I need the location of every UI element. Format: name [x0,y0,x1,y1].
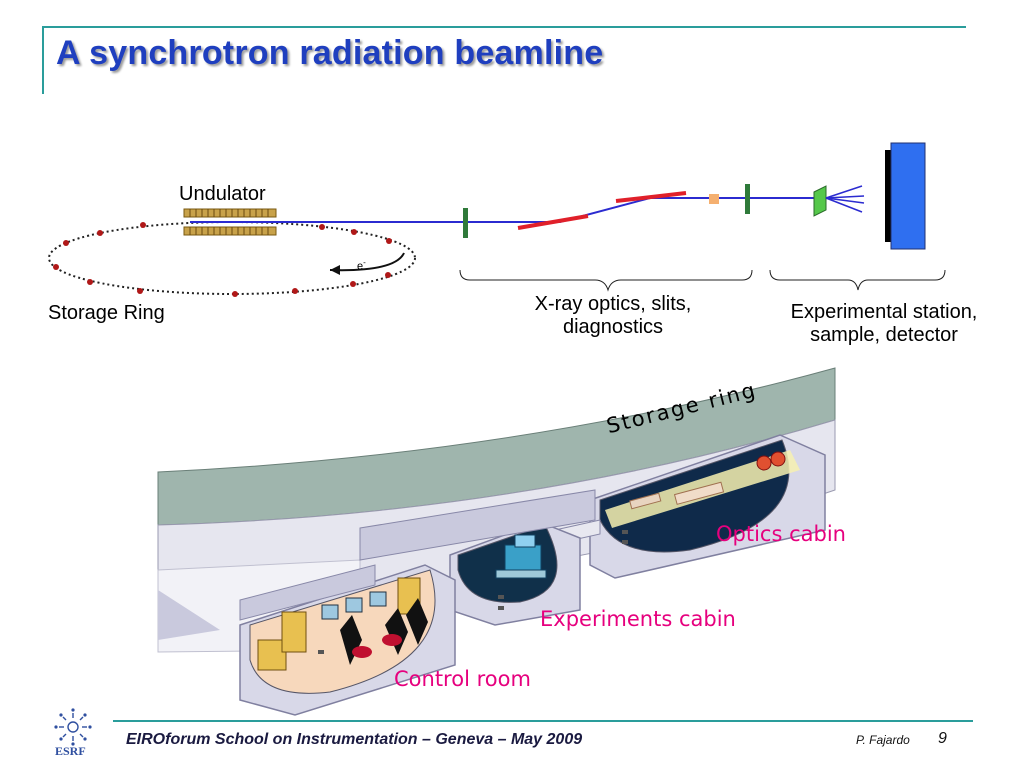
undulator-upper-magnets [183,208,277,218]
footer-rule [113,720,973,722]
ring-magnet [385,272,391,278]
optics-cabin-label: Optics cabin [716,522,846,546]
slit-1 [463,208,468,238]
footer-event: EIROforum School on Instrumentation – Ge… [126,731,583,748]
esrf-logo-mark [59,713,87,741]
mirror-2 [615,191,687,203]
electron-arrowhead [330,265,340,275]
x-ray-beam [190,197,814,223]
control-room [239,564,456,716]
optics-group-line-2: diagnostics [562,316,664,338]
scattered-rays [825,185,865,213]
station-group-label: Experimental station, sample, detector [763,301,1005,347]
ring-magnet [137,288,143,294]
page-title: A synchrotron radiation beamline [56,34,604,72]
ring-magnet [386,238,392,244]
ring-magnet [351,229,357,235]
station-group-line-1: Experimental station, [790,301,978,323]
hall-wall-left [239,564,376,621]
experiments-cabin-label: Experiments cabin [540,607,736,631]
optics-cabin [589,434,826,579]
ring-magnet [350,281,356,287]
station-brace [769,269,946,291]
ring-magnet [87,279,93,285]
esrf-logo-text: ESRF [55,744,86,758]
undulator-label: Undulator [179,183,266,205]
sample [813,185,827,217]
control-room-label: Control room [394,667,531,691]
ring-magnet [292,288,298,294]
ring-magnet [232,291,238,297]
diagnostic-element [709,194,719,204]
page-number: 9 [938,730,947,747]
electron-label: e- [357,258,366,273]
ring-magnet [97,230,103,236]
mirror-1 [517,214,589,230]
footer-author: P. Fajardo [856,733,910,747]
undulator-lower-magnets [183,226,277,236]
optics-group-line-1: X-ray optics, slits, [534,293,692,315]
ring-magnets [53,222,392,297]
floor-step [158,590,220,640]
slit-2 [745,184,750,214]
ring-magnet [319,224,325,230]
optics-brace [459,269,753,292]
electron-direction-arrow [329,252,405,272]
detector [890,142,926,250]
detector-back [885,150,892,242]
title-frame [42,26,966,94]
undulator [183,208,277,236]
storage-ring-label: Storage Ring [48,302,165,324]
hall-wall-mid [359,489,596,561]
experiments-cabin [449,521,581,626]
station-group-line-2: sample, detector [810,324,958,346]
optics-group-label: X-ray optics, slits, diagnostics [498,293,728,339]
ring-magnet [140,222,146,228]
ring-magnet [53,264,59,270]
ring-magnet [63,240,69,246]
